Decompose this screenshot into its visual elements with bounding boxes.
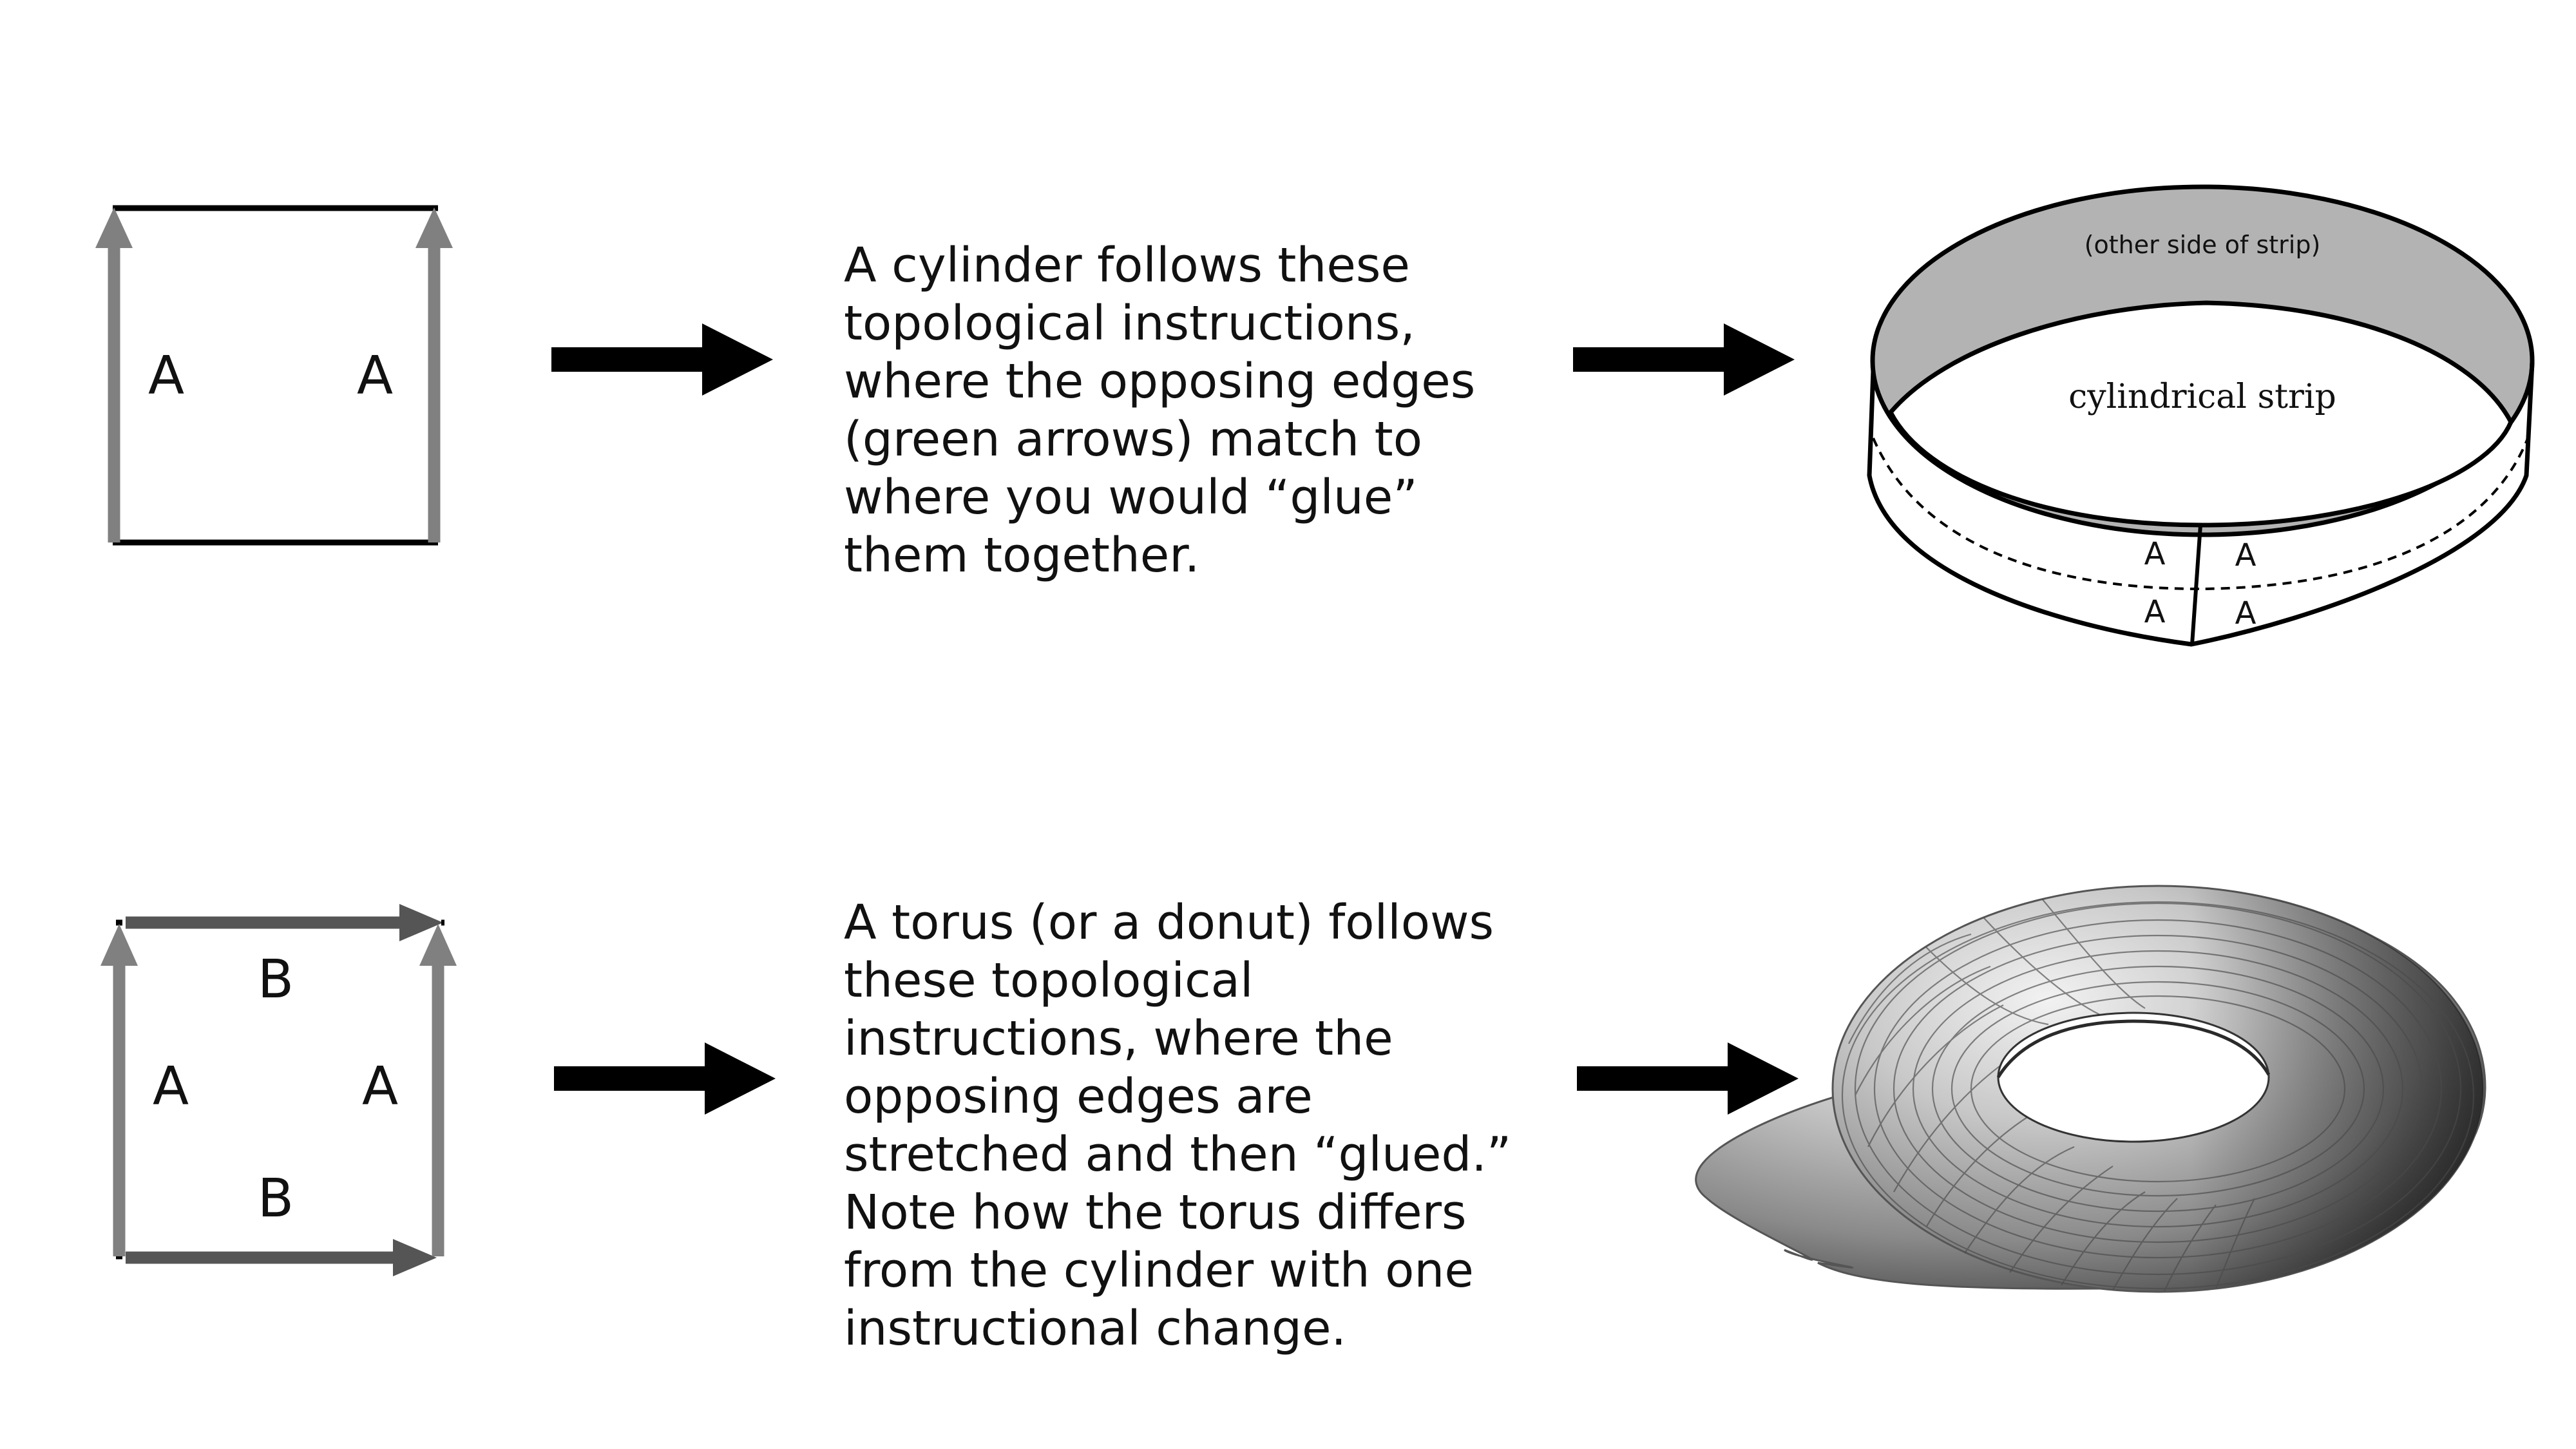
right-edge-arrow	[419, 924, 457, 1256]
other-side-label: (other side of strip)	[2085, 231, 2321, 259]
seam-label: A	[2235, 537, 2256, 573]
right-arrow-icon	[1577, 1042, 1798, 1115]
strip-label: cylindrical strip	[2068, 378, 2336, 416]
right-arrow-icon	[551, 323, 773, 396]
square-label-bottom: B	[258, 1168, 294, 1229]
square-label-left: A	[148, 345, 184, 407]
right-edge-arrow	[415, 207, 453, 542]
bottom-edge-arrow	[126, 1239, 437, 1276]
right-arrow-icon	[1573, 323, 1795, 396]
cylinder-caption: A cylinder follows these topological ins…	[844, 238, 1476, 583]
square-label-right: A	[362, 1056, 398, 1117]
seam-label: A	[2235, 595, 2256, 631]
torus-square: B A A B	[100, 904, 457, 1276]
square-label-left: A	[153, 1056, 189, 1117]
cylinder-strip-icon: (other side of strip) cylindrical strip …	[1867, 184, 2535, 647]
square-label-right: A	[357, 345, 393, 407]
torus-icon	[1695, 885, 2486, 1293]
torus-caption: A torus (or a donut) follows these topol…	[844, 895, 1512, 1356]
seam-label: A	[2144, 536, 2166, 572]
left-edge-arrow	[95, 207, 133, 542]
right-arrow-icon	[554, 1042, 776, 1115]
cylinder-square: A A	[95, 205, 453, 546]
top-edge-arrow	[126, 904, 443, 941]
square-label-top: B	[258, 949, 294, 1010]
left-edge-arrow	[100, 924, 138, 1256]
seam-label: A	[2144, 594, 2166, 630]
